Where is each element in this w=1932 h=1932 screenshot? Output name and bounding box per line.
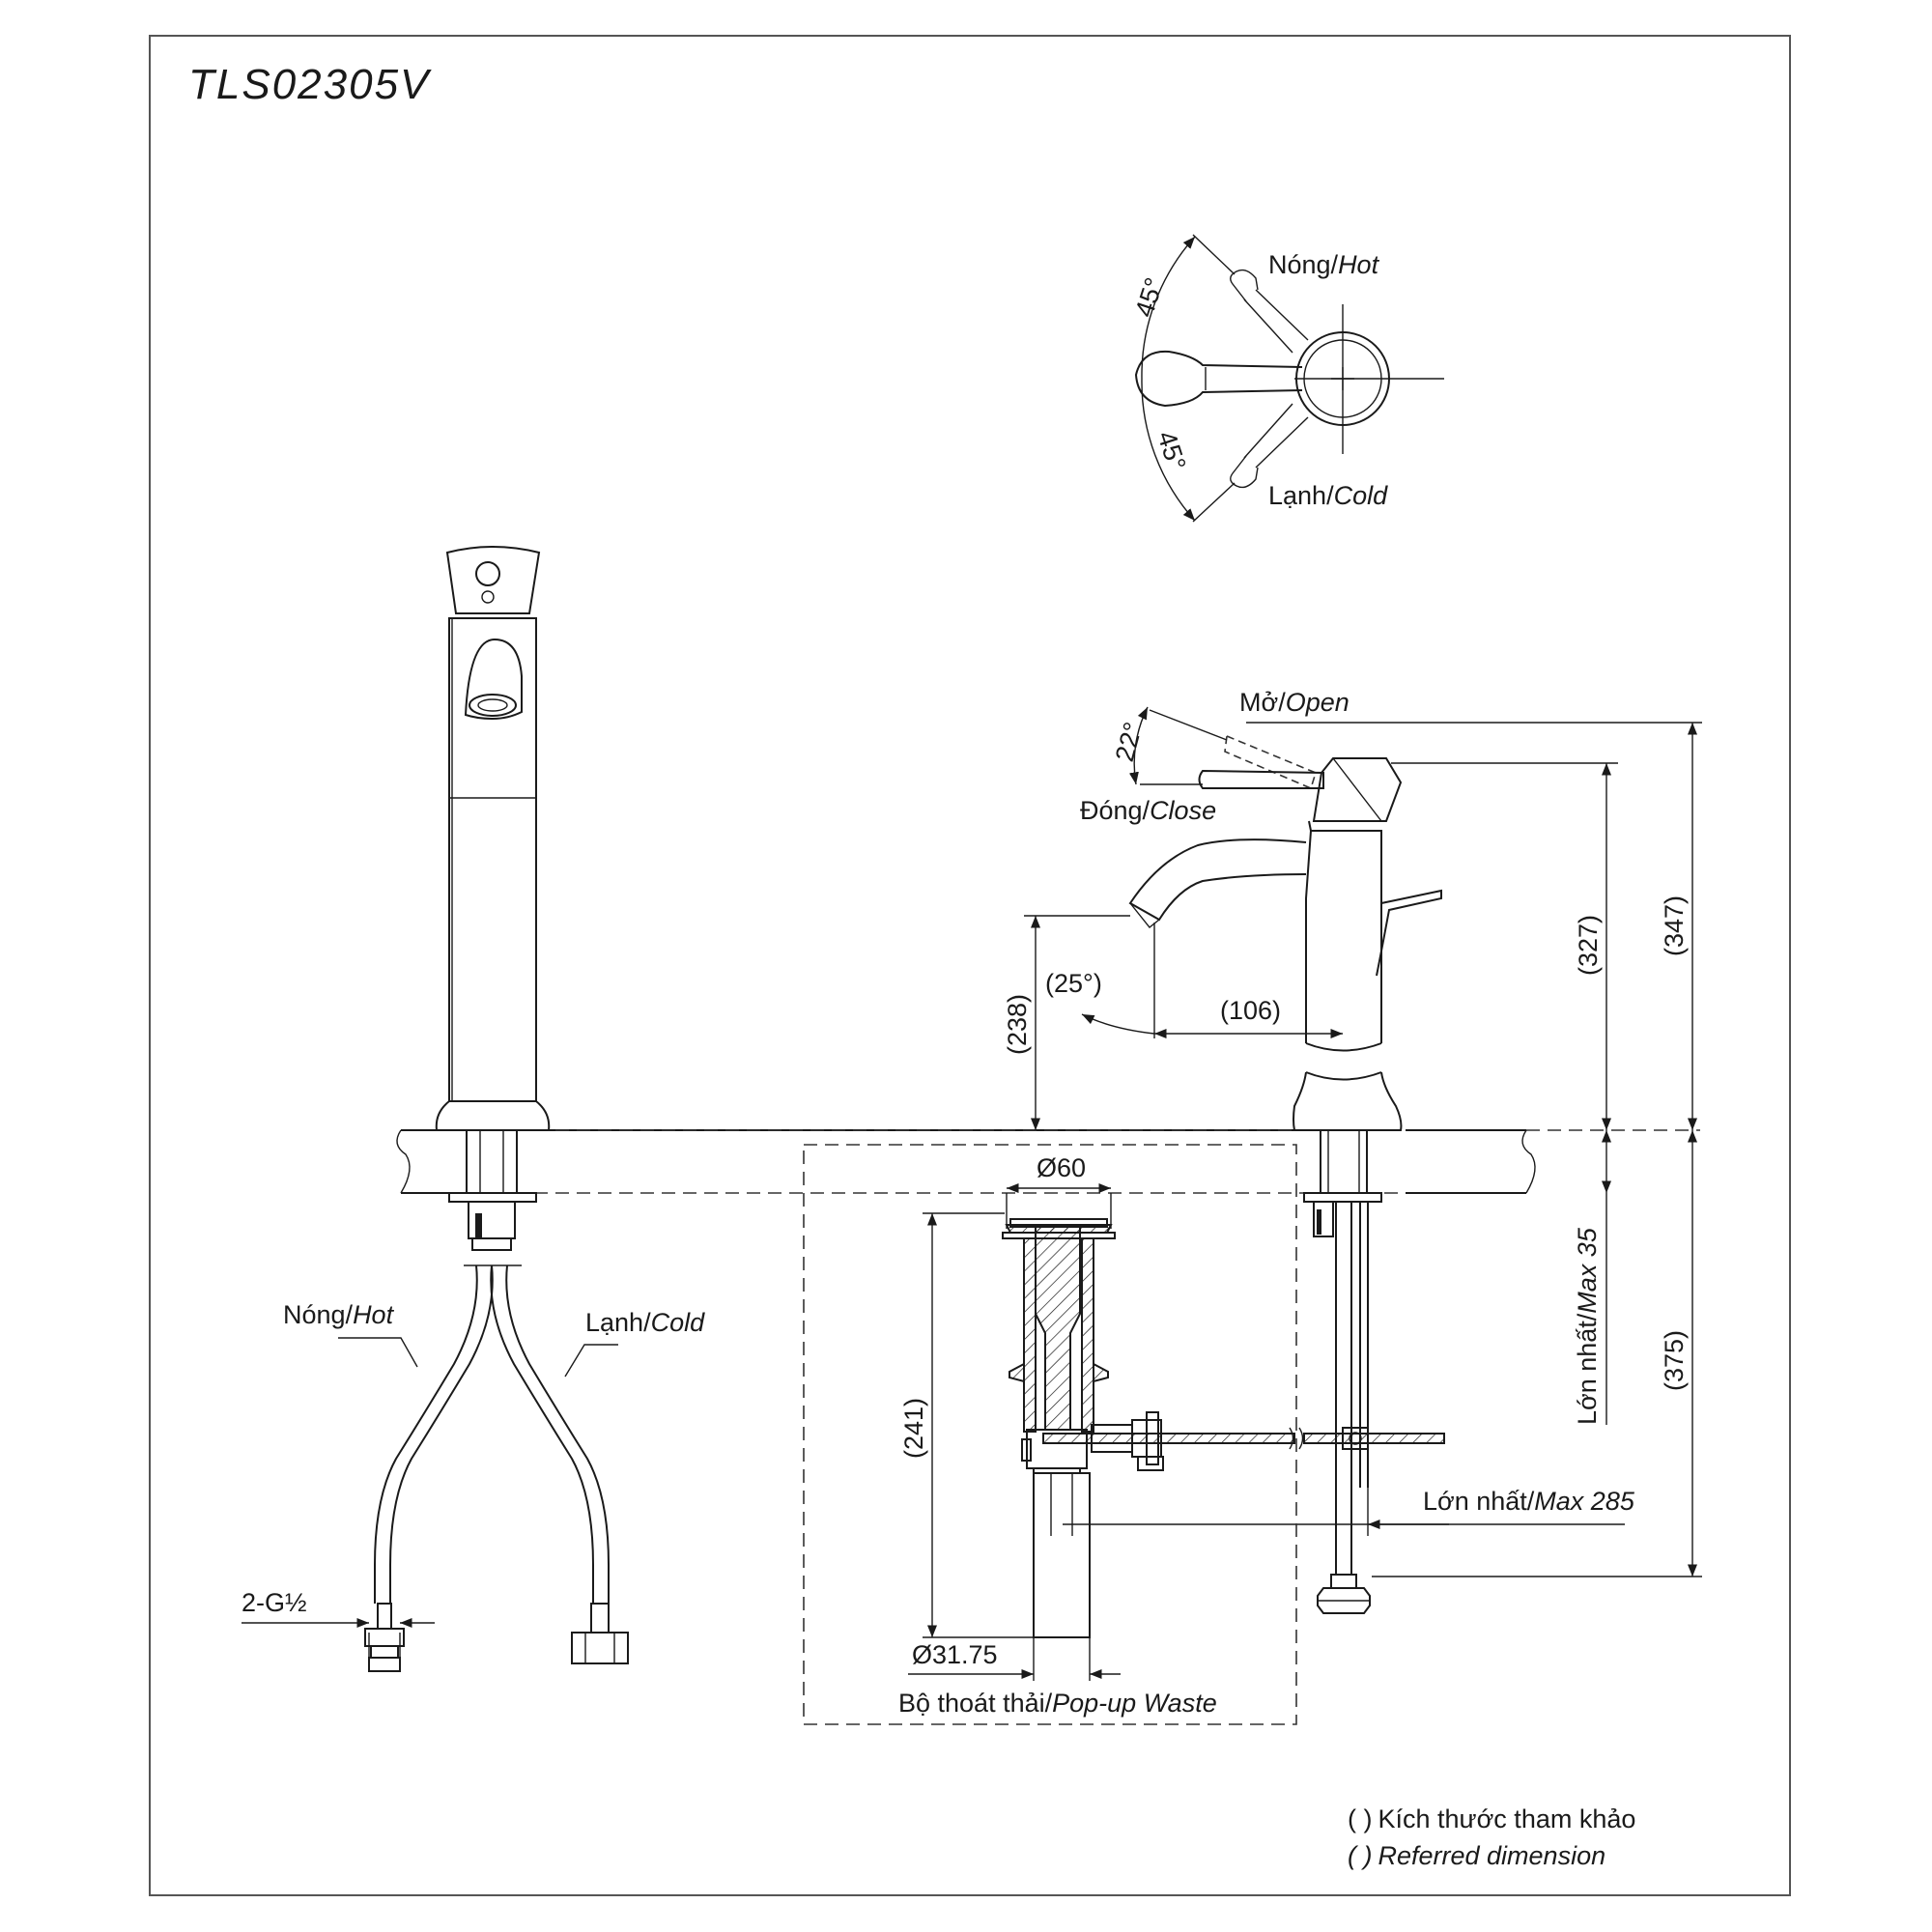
spout-height-label: (238) <box>1003 994 1032 1055</box>
model-title: TLS02305V <box>188 61 432 108</box>
open-label: Mở/Open <box>1239 688 1350 717</box>
drawing-frame <box>149 35 1791 1896</box>
total-height-label: (347) <box>1660 895 1689 956</box>
faucet-front-view: Nóng/Hot Lạnh/Cold 2-G½ <box>242 546 705 1672</box>
tail-diameter-label: Ø31.75 <box>912 1640 998 1669</box>
faucet-side-view: 22° Mở/Open Đóng/Close (25°) (106) (238)… <box>1003 688 1702 1614</box>
spout-angle-label: (25°) <box>1045 969 1102 998</box>
popup-waste-caption: Bộ thoát thải/Pop-up Waste <box>898 1689 1217 1718</box>
legend-vi: ( )Kích thước tham khảo <box>1348 1804 1635 1833</box>
body-height-label: (327) <box>1574 915 1603 976</box>
counter-top <box>396 1129 1700 1194</box>
angle-upper-label: 45° <box>1129 274 1169 321</box>
max-length-label: Lớn nhất/Max 285 <box>1423 1487 1635 1516</box>
lever-angle-label: 22° <box>1110 719 1149 764</box>
spout-reach-label: (106) <box>1220 996 1281 1025</box>
cold-label-front: Lạnh/Cold <box>585 1308 705 1337</box>
handle-top-view: 45° 45° Nóng/Hot Lạnh/Cold <box>1129 234 1444 523</box>
legend: ( )Kích thước tham khảo ( )Referred dime… <box>1348 1804 1635 1870</box>
below-counter-label: (375) <box>1660 1330 1689 1391</box>
top-diameter-label: Ø60 <box>1037 1153 1086 1182</box>
waste-length-label: (241) <box>899 1398 928 1459</box>
popup-waste: Ø60 (241) <box>803 1144 1445 1725</box>
hot-label-top: Nóng/Hot <box>1268 250 1380 279</box>
close-label: Đóng/Close <box>1080 796 1216 825</box>
legend-en: ( )Referred dimension <box>1348 1841 1605 1870</box>
thread-spec-label: 2-G½ <box>242 1588 307 1617</box>
max-thickness-label: Lớn nhất/Max 35 <box>1573 1227 1602 1425</box>
angle-lower-label: 45° <box>1151 428 1191 474</box>
hot-label-front: Nóng/Hot <box>283 1300 395 1329</box>
cold-label-top: Lạnh/Cold <box>1268 481 1388 510</box>
